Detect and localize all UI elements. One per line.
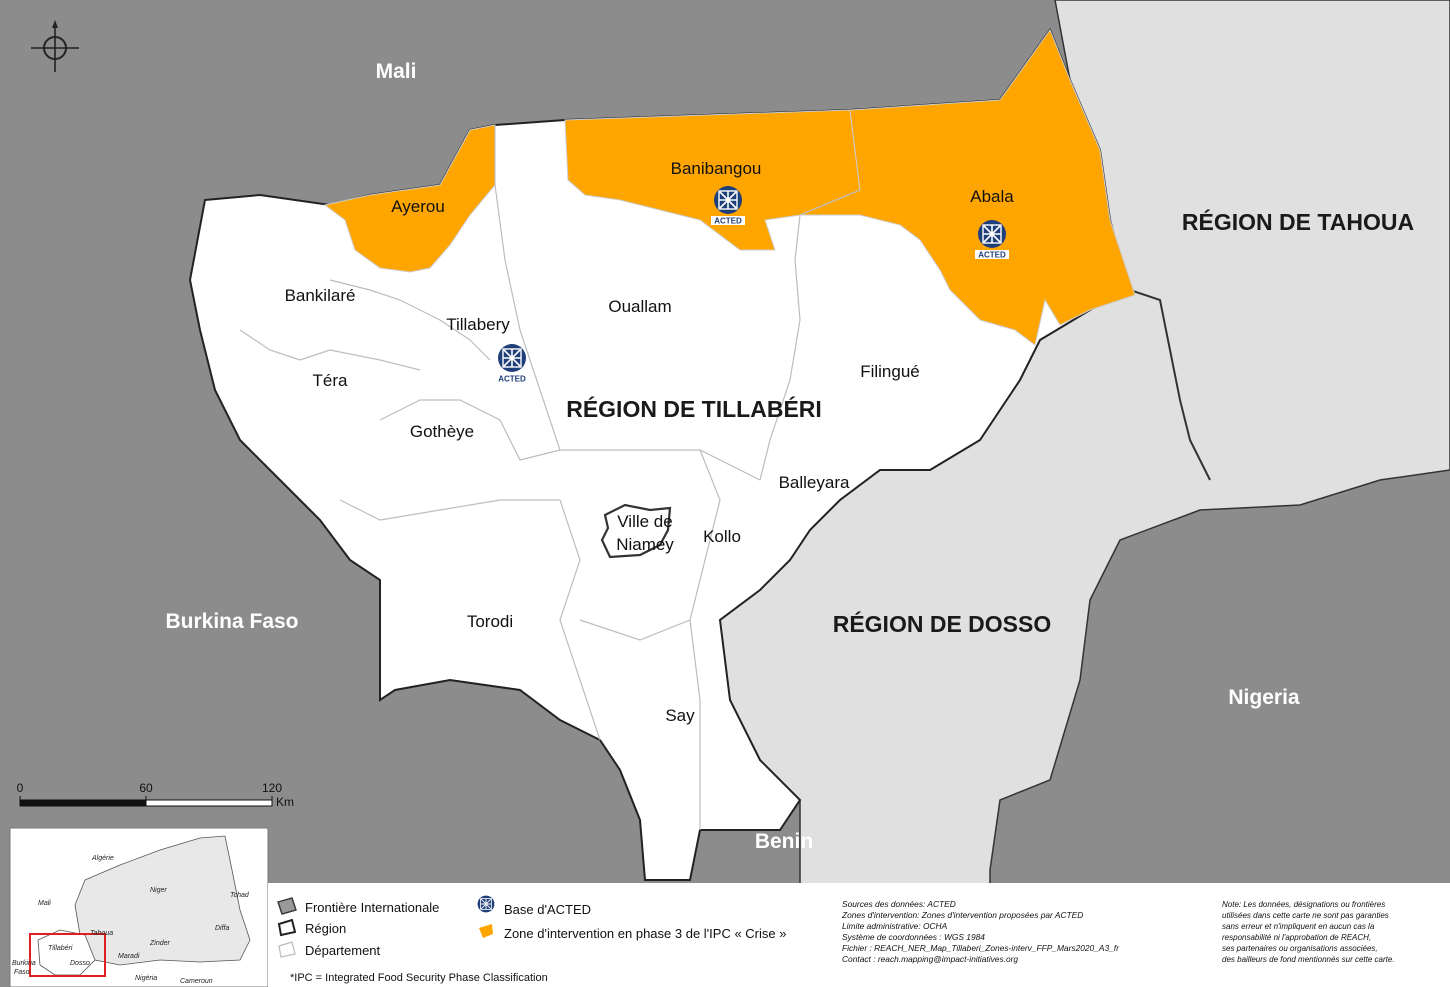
department-boundaries xyxy=(239,125,861,830)
inset-label-zinder: Zinder xyxy=(149,940,171,947)
label-banibangou: Banibangou xyxy=(671,159,762,178)
sources-line: Sources des données: ACTED xyxy=(842,899,956,909)
sources-line: Système de coordonnées : WGS 1984 xyxy=(842,932,985,942)
legend-border-label: Frontière Internationale xyxy=(305,900,439,915)
legend-base-label: Base d'ACTED xyxy=(504,902,591,917)
note-line: sans erreur et n'impliquent en aucun cas… xyxy=(1222,922,1375,931)
label-ville-de-niamey-2: Niamey xyxy=(616,535,674,554)
label-burkina-faso: Burkina Faso xyxy=(165,610,298,633)
legend-zone-icon xyxy=(479,924,493,938)
label-torodi: Torodi xyxy=(467,612,513,631)
label-ayerou: Ayerou xyxy=(391,197,445,216)
inset-label-nigeria: Nigéria xyxy=(135,975,157,982)
inset-label-diffa: Diffa xyxy=(215,925,230,932)
label-bankilare: Bankilaré xyxy=(285,286,356,305)
label-kollo: Kollo xyxy=(703,527,741,546)
legend-region-icon xyxy=(277,918,297,937)
inset-locator-map: Algérie Mali Niger Tahoua Tillabéri Doss… xyxy=(9,827,269,987)
inset-label-cameroun: Cameroun xyxy=(180,978,213,985)
inset-label-tchad: Tchad xyxy=(230,892,250,899)
label-tera: Téra xyxy=(313,371,349,390)
legend-department-icon xyxy=(278,941,296,958)
label-ville-de-niamey-1: Ville de xyxy=(617,512,672,531)
scale-tick-60: 60 xyxy=(139,781,153,795)
note-line: utilisées dans cette carte ne sont pas g… xyxy=(1222,911,1389,920)
zone-ayerou xyxy=(323,124,496,273)
inset-label-tillaberi: Tillabéri xyxy=(48,945,73,952)
note-line: des bailleurs de fond mentionnés sur cet… xyxy=(1222,955,1395,964)
acted-base-label: ACTED xyxy=(498,375,526,384)
label-ouallam: Ouallam xyxy=(608,297,671,316)
acted-base-abala-icon: ACTED xyxy=(974,219,1010,260)
legend-department-label: Département xyxy=(305,943,381,958)
legend-zone-label: Zone d'intervention en phase 3 de l'IPC … xyxy=(504,926,786,941)
label-benin: Benin xyxy=(755,830,813,853)
legend-ipc-note: *IPC = Integrated Food Security Phase Cl… xyxy=(290,972,548,984)
acted-base-tillabery-icon: ACTED xyxy=(494,343,530,384)
north-arrow-icon xyxy=(31,20,79,72)
acted-base-label: ACTED xyxy=(978,251,1006,260)
label-abala: Abala xyxy=(970,187,1014,206)
sources-block: Sources des données: ACTED Zones d'inter… xyxy=(841,899,1120,964)
disclaimer-note: Note: Les données, désignations ou front… xyxy=(1222,900,1395,964)
sources-line: Fichier : REACH_NER_Map_Tillaberi_Zones-… xyxy=(842,943,1120,953)
scale-bar: 0 60 120 Km xyxy=(17,781,294,809)
legend-region-label: Région xyxy=(305,921,346,936)
inset-label-tahoua: Tahoua xyxy=(90,930,113,937)
label-mali: Mali xyxy=(376,60,417,83)
label-say: Say xyxy=(665,706,695,725)
inset-label-maradi: Maradi xyxy=(118,953,140,960)
label-gotheye: Gothèye xyxy=(410,422,474,441)
sources-line: Contact : reach.mapping@impact-initiativ… xyxy=(842,954,1018,964)
tahoua-dosso-boundary xyxy=(1129,289,1211,481)
label-region-dosso: RÉGION DE DOSSO xyxy=(833,610,1052,637)
scale-unit: Km xyxy=(276,795,294,809)
legend-panel xyxy=(268,883,1450,987)
label-filingue: Filingué xyxy=(860,362,920,381)
legend-border-icon xyxy=(277,897,297,915)
sources-line: Zones d'intervention: Zones d'interventi… xyxy=(841,910,1083,920)
inset-label-burkina: Burkina xyxy=(12,960,36,967)
label-region-tillaberi: RÉGION DE TILLABÉRI xyxy=(566,395,822,422)
note-line: Note: Les données, désignations ou front… xyxy=(1222,900,1385,909)
inset-label-faso: Faso xyxy=(14,969,30,976)
label-tillabery: Tillabery xyxy=(446,315,510,334)
sources-line: Limite administrative: OCHA xyxy=(842,921,948,931)
inset-label-niger: Niger xyxy=(150,887,167,894)
inset-label-algerie: Algérie xyxy=(91,855,114,862)
scale-tick-0: 0 xyxy=(17,781,24,795)
inset-label-mali: Mali xyxy=(38,900,51,907)
niamey-boundary xyxy=(600,503,672,559)
acted-base-label: ACTED xyxy=(714,217,742,226)
label-region-tahoua: RÉGION DE TAHOUA xyxy=(1182,208,1414,235)
inset-label-dosso: Dosso xyxy=(70,960,90,967)
note-line: responsabilité ni l'approbation de REACH… xyxy=(1222,933,1371,942)
label-balleyara: Balleyara xyxy=(779,473,850,492)
scale-tick-120: 120 xyxy=(262,781,282,795)
acted-base-banibangou-icon: ACTED xyxy=(710,185,746,226)
zone-abala xyxy=(799,28,1136,346)
label-nigeria: Nigeria xyxy=(1228,686,1300,709)
note-line: ses partenaires ou organisations associé… xyxy=(1222,944,1378,953)
